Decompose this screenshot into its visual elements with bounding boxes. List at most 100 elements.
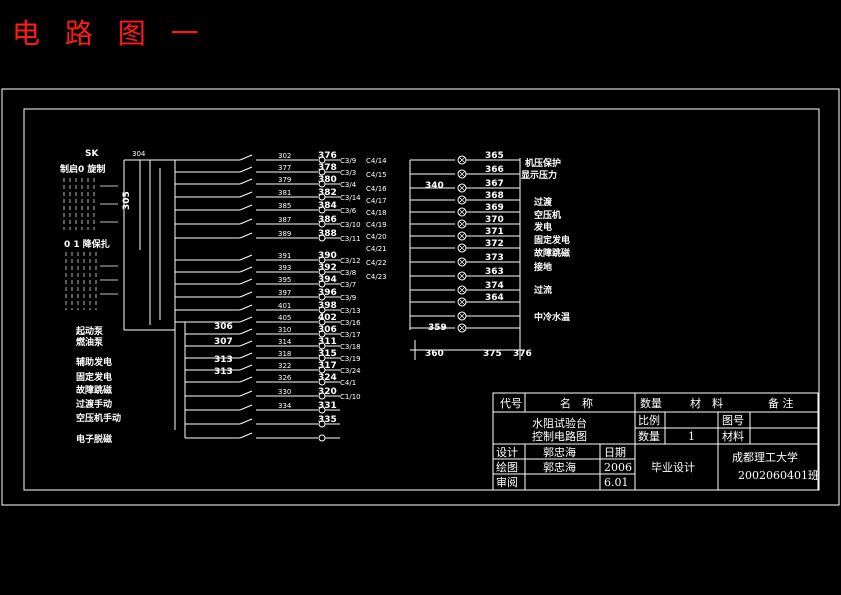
coil-21 (318, 434, 326, 442)
lamp-x2-2 (458, 184, 466, 192)
inner-border (23, 108, 820, 491)
contact-19 (239, 404, 253, 411)
contact-2 (239, 178, 253, 185)
tb-quantity: 数量 (638, 430, 660, 443)
right-num-9: 363 (485, 267, 504, 277)
mid-wire-11: 401 (278, 302, 291, 310)
mid-wire-3: 381 (278, 189, 291, 197)
terminal-8: C3/8 (340, 269, 356, 277)
terminal-11: C3/13 (340, 307, 361, 315)
lamp-x2-3 (458, 196, 466, 204)
right-term-5: C4/19 (366, 221, 387, 229)
wire-313b: 313 (214, 367, 233, 377)
terminal-14: C3/18 (340, 343, 361, 351)
terminal-17: C4/1 (340, 379, 356, 387)
outer-border (1, 88, 840, 506)
right-wire-6: 388 (318, 229, 337, 239)
lamp-x2-6 (458, 232, 466, 240)
tb-design: 设计 (496, 446, 518, 459)
tb-drawing-name-1: 水阻试验台 (532, 416, 587, 430)
tb-design-name: 郭忠海 (543, 445, 576, 459)
wire-340: 340 (425, 181, 444, 191)
selector-1-label: 制启0 旋制 (60, 163, 105, 175)
label-overspeed-manual: 过渡手动 (76, 398, 112, 410)
mid-wire-16: 322 (278, 362, 291, 370)
contact-symbols (239, 154, 326, 442)
wire-359: 359 (428, 323, 447, 333)
label-start-pump: 起动泵 (75, 325, 104, 337)
right-term-7: C4/21 (366, 245, 387, 253)
terminal-16: C3/24 (340, 367, 361, 375)
sk-label: SK (85, 149, 99, 159)
label-compressor: 空压机 (534, 209, 561, 221)
mid-wire-8: 393 (278, 264, 291, 272)
right-wire-13: 306 (318, 325, 337, 335)
right-num-11: 364 (485, 293, 504, 303)
right-num-4: 369 (485, 203, 504, 213)
terminal-0: C3/9 (340, 157, 356, 165)
label-fixed-gen-2: 固定发电 (534, 234, 570, 246)
coil-6 (318, 234, 326, 242)
mid-wire-19: 334 (278, 402, 292, 410)
contact-16 (239, 364, 253, 371)
coil-5 (318, 220, 326, 228)
contact-8 (239, 266, 253, 273)
right-wire-4: 384 (318, 201, 337, 211)
wire-376: 376 (513, 349, 532, 359)
wire-375: 375 (483, 349, 502, 359)
right-num-8: 373 (485, 253, 504, 263)
contact-0 (239, 154, 253, 161)
lamp-x2-11 (458, 298, 466, 306)
lamp-x2-1 (458, 170, 466, 178)
mid-wire-9: 395 (278, 276, 291, 284)
contact-4 (239, 204, 253, 211)
right-wire-0: 376 (318, 151, 337, 161)
contact-6 (239, 232, 253, 239)
contact-17 (239, 376, 253, 383)
right-term-4: C4/18 (366, 209, 387, 217)
right-rows: 365C4/14366C4/15367C4/16368C4/17369C4/18… (366, 151, 520, 333)
right-wire-20: 335 (318, 415, 337, 425)
coil-12 (318, 318, 326, 326)
mid-wire-18: 330 (278, 388, 291, 396)
terminal-7: C3/12 (340, 257, 361, 265)
label-cooling-water: 中冷水温 (534, 311, 570, 323)
label-compressor-manual: 空压机手动 (76, 412, 121, 424)
mid-wire-10: 397 (278, 289, 291, 297)
selector-2-label: 0 1 降保扎 (64, 238, 110, 250)
coil-11 (318, 306, 326, 314)
right-wire-3: 382 (318, 188, 337, 198)
tb-class-no: 2002060401班 (738, 469, 819, 482)
right-term-1: C4/15 (366, 171, 387, 179)
lamp-x2-10 (458, 286, 466, 294)
terminal-1: C3/3 (340, 169, 356, 177)
mid-wire-6: 389 (278, 230, 291, 238)
lamp-x2-9 (458, 272, 466, 280)
terminal-3: C3/14 (340, 194, 361, 202)
mid-wire-14: 314 (278, 338, 292, 346)
lamp-x2-4 (458, 208, 466, 216)
coil-4 (318, 206, 326, 214)
tb-project: 毕业设计 (651, 461, 695, 474)
right-term-8: C4/22 (366, 259, 387, 267)
tb-date-month: 6.01 (604, 476, 629, 489)
right-term-2: C4/16 (366, 185, 387, 193)
terminal-10: C3/9 (340, 294, 356, 302)
right-term-6: C4/20 (366, 233, 387, 241)
right-wire-5: 386 (318, 215, 337, 225)
mid-wire-4: 385 (278, 202, 291, 210)
contact-21 (239, 432, 253, 439)
label-fault-stop: 故障跳磁 (76, 384, 112, 396)
terminal-5: C3/10 (340, 221, 361, 229)
lamp-x2-5 (458, 220, 466, 228)
right-wire-18: 320 (318, 387, 337, 397)
label-aux-gen: 辅助发电 (76, 356, 112, 368)
tb-date: 日期 (604, 446, 626, 459)
right-wire-7: 390 (318, 251, 337, 261)
wire-313a: 313 (214, 355, 233, 365)
coil-8 (318, 268, 326, 276)
right-num-7: 372 (485, 239, 504, 249)
tb-figure-no: 图号 (722, 414, 744, 427)
right-num-0: 365 (485, 151, 504, 161)
